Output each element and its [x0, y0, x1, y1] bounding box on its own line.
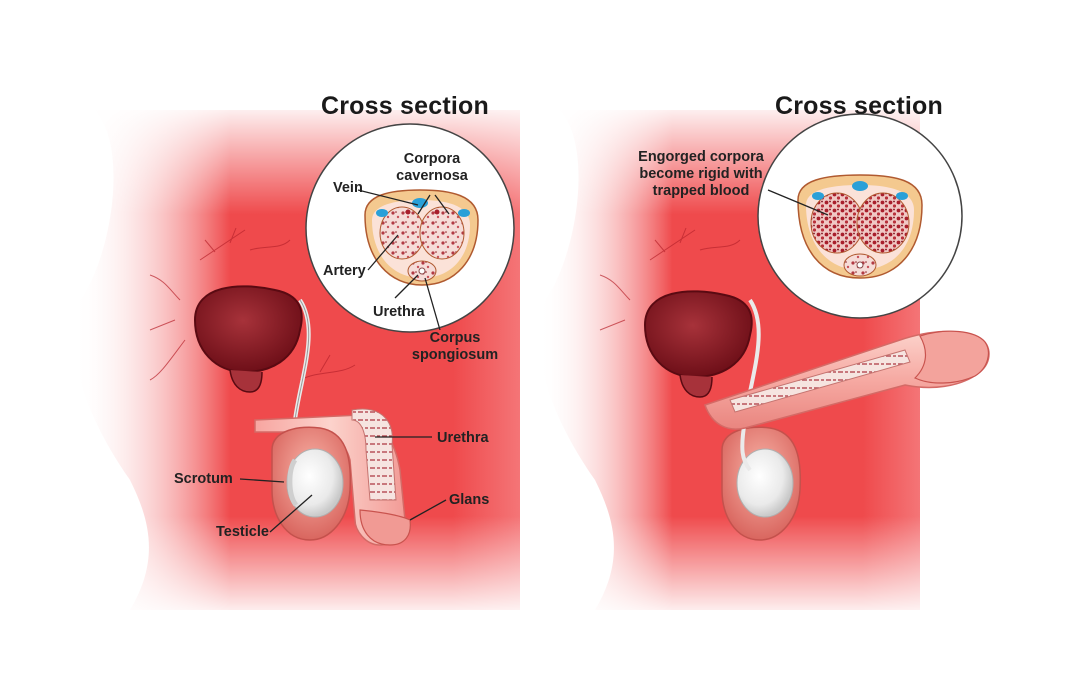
- label-corpora-cavernosa: Corpora cavernosa: [392, 151, 472, 185]
- label-corpus-spongiosum-line2: spongiosum: [405, 347, 505, 364]
- label-engorged-line1: Engorged corpora: [628, 149, 774, 166]
- label-glans: Glans: [449, 492, 489, 509]
- label-testicle: Testicle: [216, 524, 269, 541]
- label-corpus-spongiosum-line1: Corpus: [405, 330, 505, 347]
- right-scrotum: [722, 427, 800, 540]
- left-title: Cross section: [321, 92, 489, 121]
- label-urethra-cross-section: Urethra: [373, 304, 425, 321]
- right-title: Cross section: [775, 92, 943, 121]
- right-cross-section: [758, 114, 962, 318]
- label-engorged-line2: become rigid with: [628, 166, 774, 183]
- label-corpus-spongiosum: Corpus spongiosum: [405, 330, 505, 364]
- label-artery: Artery: [323, 263, 366, 280]
- left-scrotum: [272, 427, 350, 540]
- label-corpora-cavernosa-line1: Corpora: [392, 151, 472, 168]
- label-vein: Vein: [333, 180, 363, 197]
- label-urethra: Urethra: [437, 430, 489, 447]
- label-corpora-cavernosa-line2: cavernosa: [392, 168, 472, 185]
- label-engorged-line3: trapped blood: [628, 183, 774, 200]
- label-engorged-corpora: Engorged corpora become rigid with trapp…: [628, 149, 774, 200]
- label-scrotum: Scrotum: [174, 471, 233, 488]
